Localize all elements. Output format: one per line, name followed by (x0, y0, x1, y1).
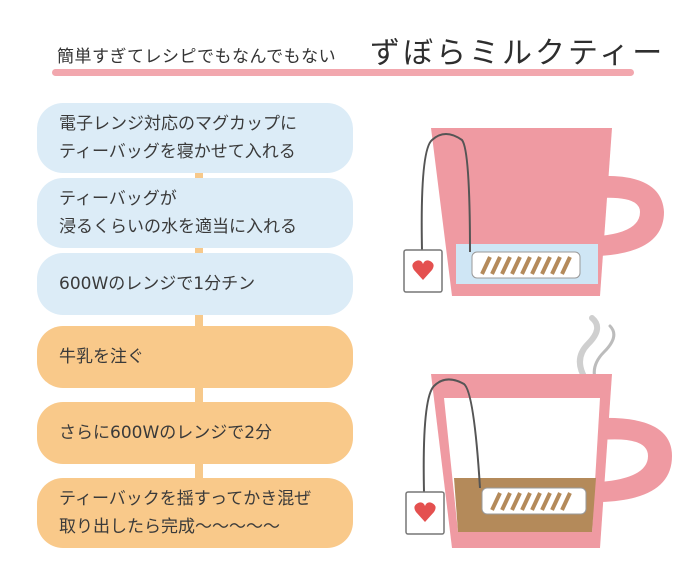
tea-bag-string (420, 133, 471, 253)
subtitle: 簡単すぎてレシピでもなんでもない (57, 47, 337, 67)
heart-icon (412, 260, 434, 280)
page-title: ずぼらミルクティー (370, 36, 666, 71)
step-2: ティーバッグが 浸るくらいの水を適当に入れる (37, 178, 353, 248)
step-3: 600Wのレンジで1分チン (37, 253, 353, 315)
step-connector (195, 240, 203, 260)
step-connector (195, 310, 203, 332)
mug-with-teabag-milk-tea-steam-icon (405, 315, 672, 548)
step-connector (195, 460, 203, 482)
steps-list: 電子レンジ対応のマグカップに ティーバッグを寝かせて入れる ティーバッグが 浸る… (37, 103, 353, 548)
tea-leaves (490, 492, 572, 511)
mug-handle (600, 175, 664, 256)
step-5: さらに600Wのレンジで2分 (37, 402, 353, 464)
mug-with-teabag-water-icon (403, 128, 664, 296)
steam (577, 315, 601, 391)
header: 簡単すぎてレシピでもなんでもない ずぼらミルクティー (0, 0, 700, 90)
step-5-text: さらに600Wのレンジで2分 (59, 423, 273, 443)
step-2-text: ティーバッグが 浸るくらいの水を適当に入れる (59, 189, 297, 237)
step-4-text: 牛乳を注ぐ (59, 347, 144, 367)
step-6-text: ティーバックを揺すってかき混ぜ 取り出したら完成〜〜〜〜〜 (59, 489, 312, 537)
step-6: ティーバックを揺すってかき混ぜ 取り出したら完成〜〜〜〜〜 (37, 478, 353, 548)
step-3-text: 600Wのレンジで1分チン (59, 274, 256, 294)
tea-bag-string (422, 378, 481, 493)
step-4: 牛乳を注ぐ (37, 326, 353, 388)
heart-icon (414, 502, 436, 522)
title-underline (52, 69, 634, 76)
step-connector (195, 160, 203, 190)
step-1: 電子レンジ対応のマグカップに ティーバッグを寝かせて入れる (37, 103, 353, 173)
step-connector (195, 385, 203, 407)
step-1-text: 電子レンジ対応のマグカップに ティーバッグを寝かせて入れる (59, 114, 297, 162)
tea-leaves (480, 256, 572, 275)
mug-handle (600, 417, 672, 502)
